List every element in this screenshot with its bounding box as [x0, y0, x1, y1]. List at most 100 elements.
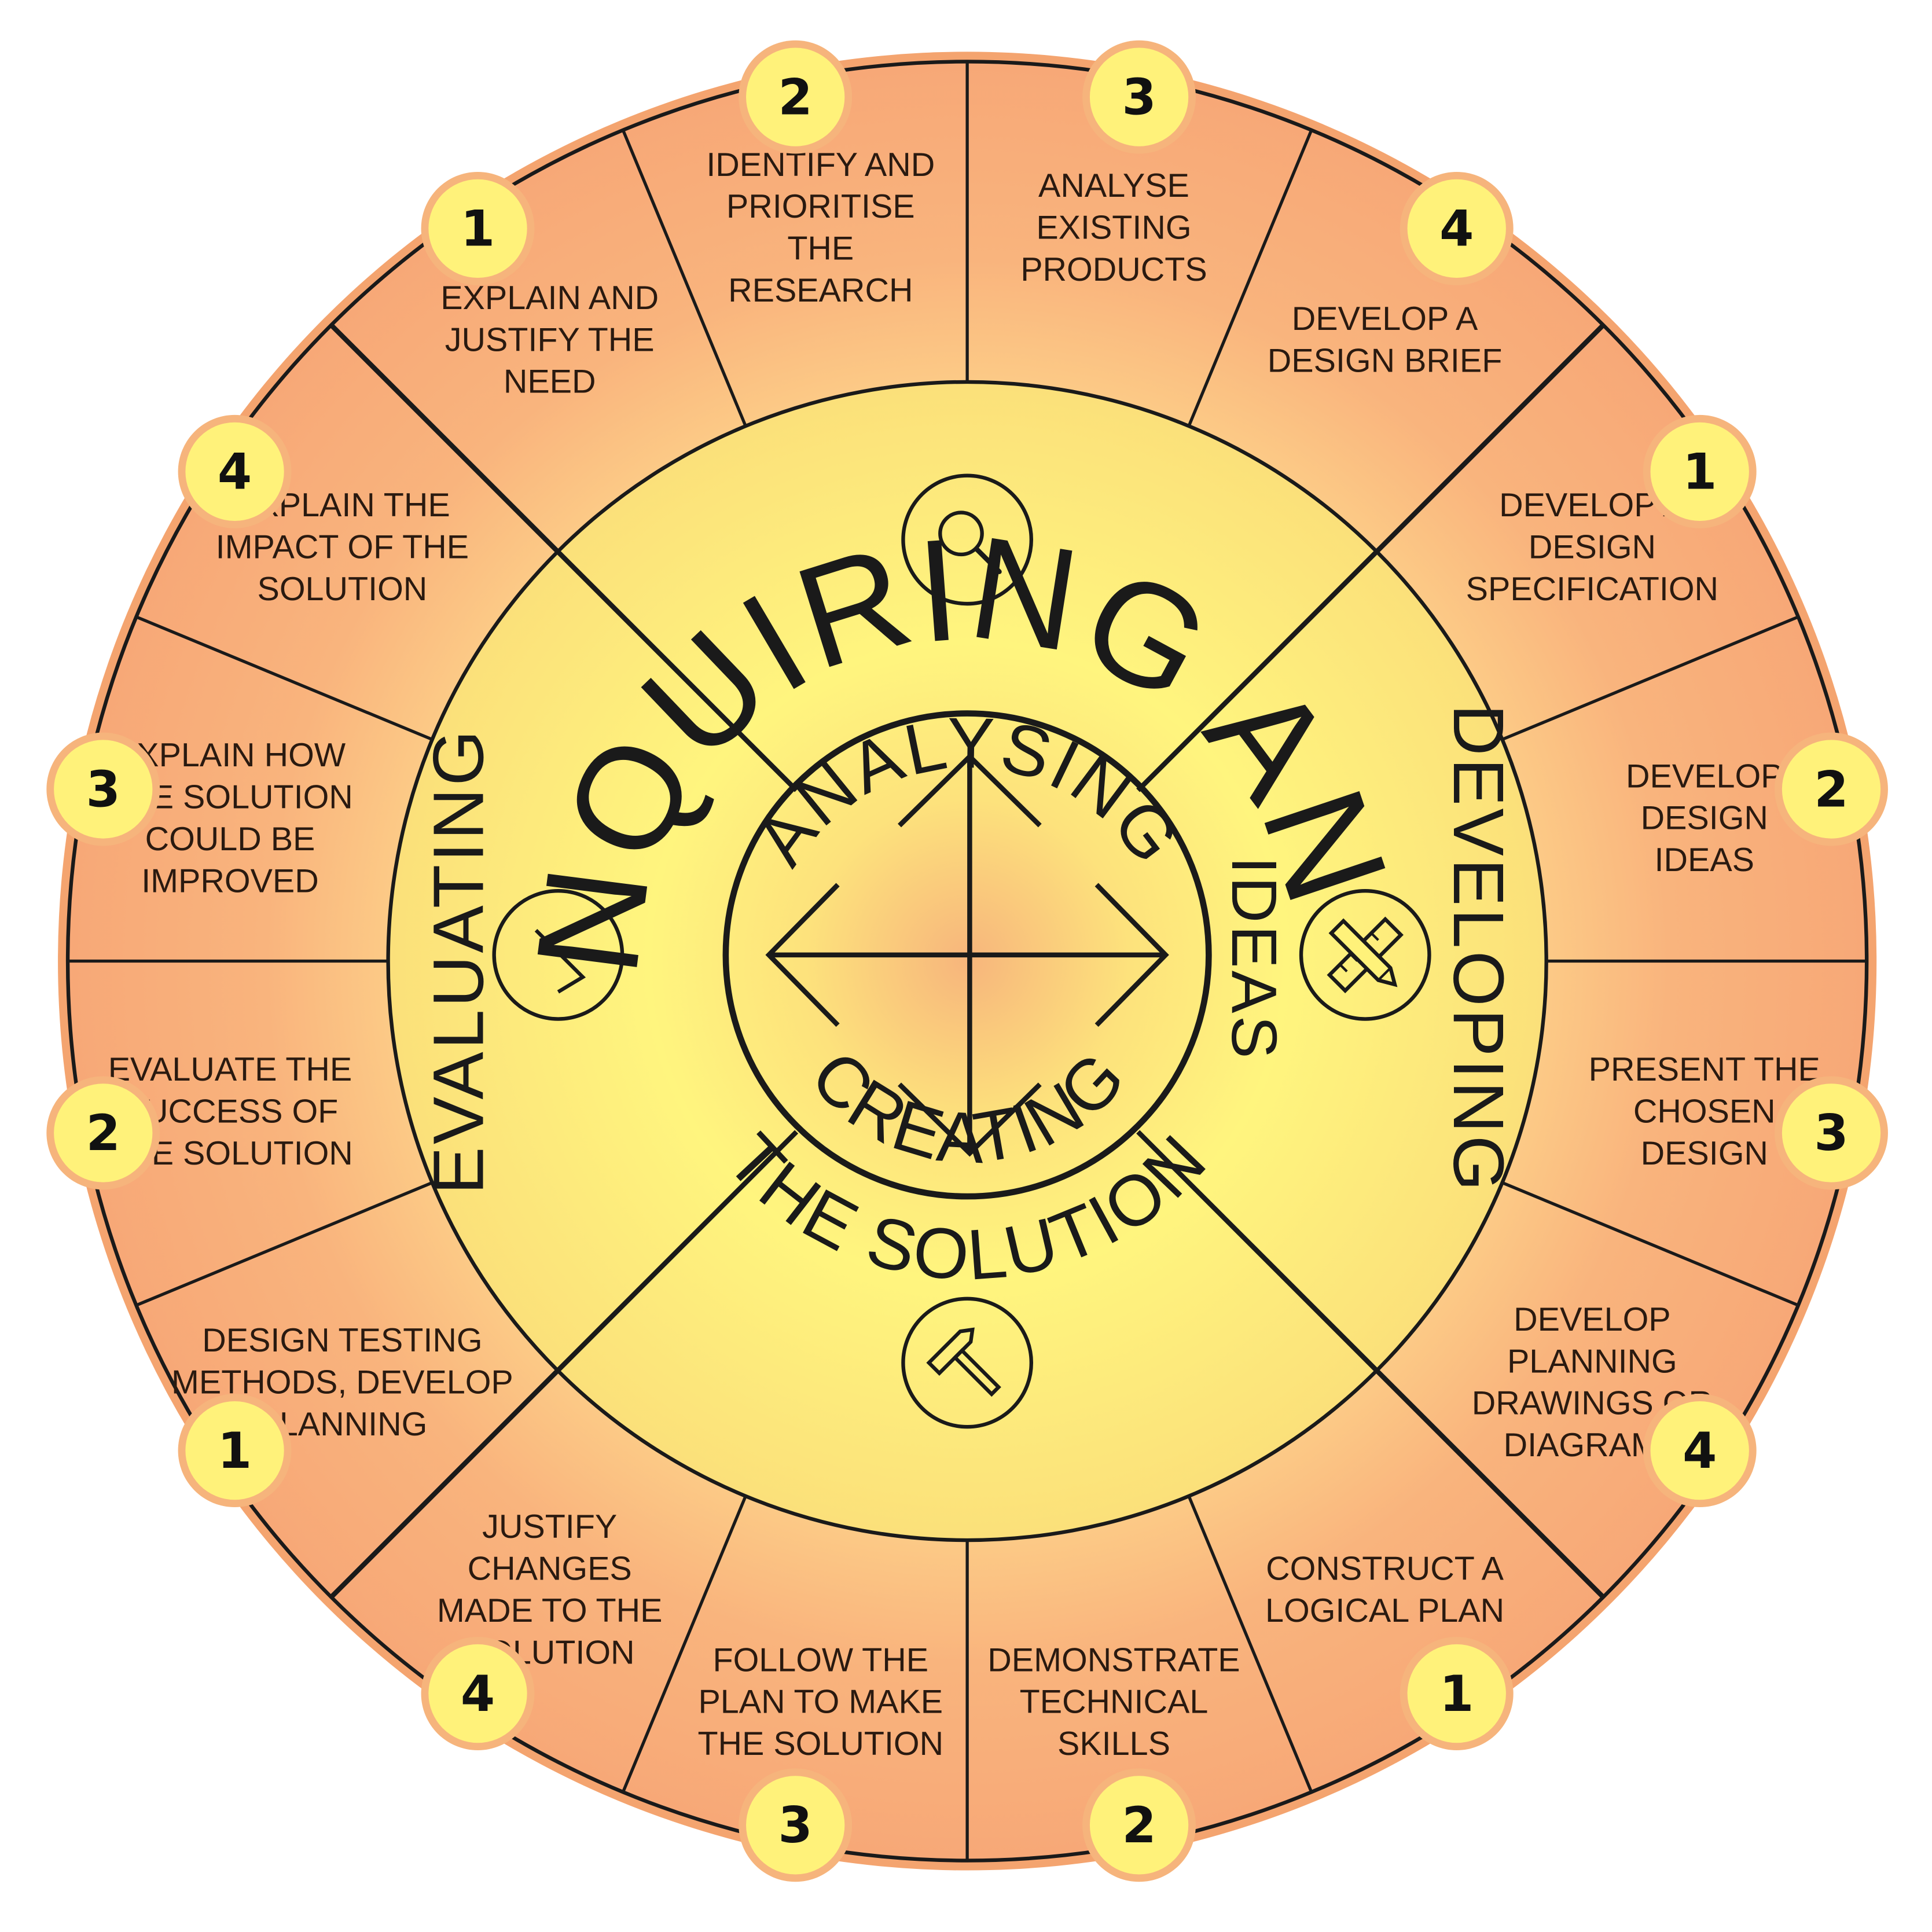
segment-divider — [1187, 129, 1313, 427]
segment-label-line: LOGICAL PLAN — [1265, 1592, 1504, 1629]
step-badge-number: 4 — [1683, 1423, 1717, 1480]
hammer-icon — [901, 1296, 1034, 1429]
step-badge-number: 4 — [218, 444, 252, 501]
step-badge: 4 — [421, 1637, 535, 1750]
step-badge: 1 — [178, 1394, 292, 1508]
step-badge-fill — [1782, 740, 1881, 839]
step-badge-fill — [185, 1401, 284, 1500]
step-badge-fill — [746, 1776, 845, 1875]
stage-divider — [1136, 1130, 1606, 1599]
segment-divider — [1501, 615, 1799, 741]
step-badge-fill — [1650, 1401, 1749, 1500]
step-badge-fill — [1782, 1083, 1881, 1182]
segment-label-line: PRODUCTS — [1020, 251, 1207, 288]
step-badge-fill — [54, 740, 153, 839]
checkmark-icon — [492, 888, 625, 1021]
step-badge-number: 2 — [86, 1105, 120, 1162]
step-badge-number: 3 — [778, 1797, 813, 1854]
step-badge-number: 4 — [1439, 201, 1474, 258]
segment-label-line: IMPACT OF THE — [216, 529, 469, 566]
step-badge-number: 1 — [1683, 444, 1717, 501]
segment-label-line: EXISTING — [1036, 209, 1191, 246]
step-badge: 4 — [178, 414, 292, 528]
step-badge: 3 — [1775, 1076, 1888, 1190]
arrow-down — [898, 1082, 1042, 1157]
segment-label-line: IDENTIFY AND — [706, 146, 935, 183]
segment-label-line: FOLLOW THE — [713, 1641, 929, 1678]
step-badge: 4 — [1400, 171, 1514, 285]
step-badge-fill — [1407, 1644, 1506, 1743]
segment-label-line: DESIGN — [1641, 800, 1768, 837]
stage-label-developing: DEVELOPING — [1438, 704, 1518, 1193]
step-badge-number: 2 — [778, 69, 813, 126]
segment-label-line: DEMONSTRATE — [987, 1641, 1240, 1678]
segment-label-line: PLAN TO MAKE — [698, 1684, 943, 1721]
segment-label: DEVELOP A DESIGN BRIEF — [1268, 300, 1503, 379]
stage-icons — [492, 473, 1431, 1429]
step-badge-number: 2 — [1122, 1797, 1156, 1854]
step-badge-number: 4 — [461, 1666, 495, 1723]
step-badge-number: 3 — [1122, 69, 1156, 126]
step-badges: 1 2 3 4 1 2 3 4 1 2 3 4 1 2 3 4 — [46, 40, 1888, 1882]
stage-label-evaluating: EVALUATING — [419, 728, 499, 1194]
segment-label-line: PRIORITISE — [726, 188, 915, 225]
stage-divider — [1136, 323, 1606, 792]
segment-label-line: DESIGN TESTING — [202, 1322, 482, 1359]
step-badge: 3 — [46, 732, 160, 846]
segment-label-line: EVALUATE THE — [108, 1051, 352, 1088]
step-badge-number: 3 — [1814, 1105, 1848, 1162]
segment-label: CONSTRUCT A LOGICAL PLAN — [1265, 1551, 1504, 1629]
segment-label-line: SPECIFICATION — [1466, 571, 1718, 608]
step-badge-fill — [746, 47, 845, 146]
step-badge-fill — [1089, 1776, 1189, 1875]
step-badge-fill — [185, 422, 284, 521]
segment-label-line: JUSTIFY THE — [445, 321, 655, 358]
segment-label-line: CONSTRUCT A — [1266, 1551, 1504, 1588]
step-badge: 3 — [739, 1768, 853, 1882]
step-badge: 2 — [1082, 1768, 1196, 1882]
segment-divider — [621, 1495, 747, 1793]
segment-label-line: IMPROVED — [141, 862, 319, 899]
arrow-left — [765, 883, 840, 1027]
step-badge-number: 2 — [1814, 761, 1848, 818]
step-badge: 2 — [46, 1076, 160, 1190]
segment-divider — [135, 1181, 433, 1307]
segment-label-line: EXPLAIN AND — [440, 280, 659, 317]
step-badge-fill — [1407, 179, 1506, 278]
segment-label-line: DEVELOP A — [1292, 300, 1478, 337]
segment-label-line: DESIGN — [1641, 1135, 1768, 1172]
step-badge-fill — [1089, 47, 1189, 146]
segment-divider — [1187, 1495, 1313, 1793]
segment-label-line: CHANGES — [468, 1551, 632, 1588]
step-badge-number: 1 — [461, 201, 495, 258]
segment-divider — [621, 129, 747, 427]
arrow-right — [1094, 883, 1169, 1027]
step-badge: 3 — [1082, 40, 1196, 154]
segment-label-line: RESEARCH — [728, 272, 913, 309]
segment-label-line: DEVELOP — [1626, 758, 1783, 795]
stage-divider — [329, 323, 799, 792]
segment-label-line: SOLUTION — [258, 571, 428, 608]
step-badge-fill — [54, 1083, 153, 1182]
segment-label: ANALYSE EXISTING PRODUCTS — [1020, 167, 1207, 288]
segment-divider — [1501, 1181, 1799, 1307]
segment-label-line: CHOSEN — [1633, 1093, 1776, 1130]
step-badge: 2 — [739, 40, 853, 154]
segment-label-line: DESIGN — [1529, 529, 1656, 566]
segment-label-line: PLANNING — [1507, 1343, 1677, 1380]
segment-label-line: DESIGN BRIEF — [1268, 342, 1503, 379]
step-badge-number: 1 — [1439, 1666, 1474, 1723]
segment-label-line: ANALYSE — [1038, 167, 1189, 204]
stage-divider — [329, 1130, 799, 1599]
center-arrows — [722, 710, 1212, 1200]
step-badge: 1 — [1400, 1637, 1514, 1750]
segment-label-line: THE SOLUTION — [697, 1725, 943, 1762]
stage-label-ideas: IDEAS — [1218, 856, 1290, 1060]
